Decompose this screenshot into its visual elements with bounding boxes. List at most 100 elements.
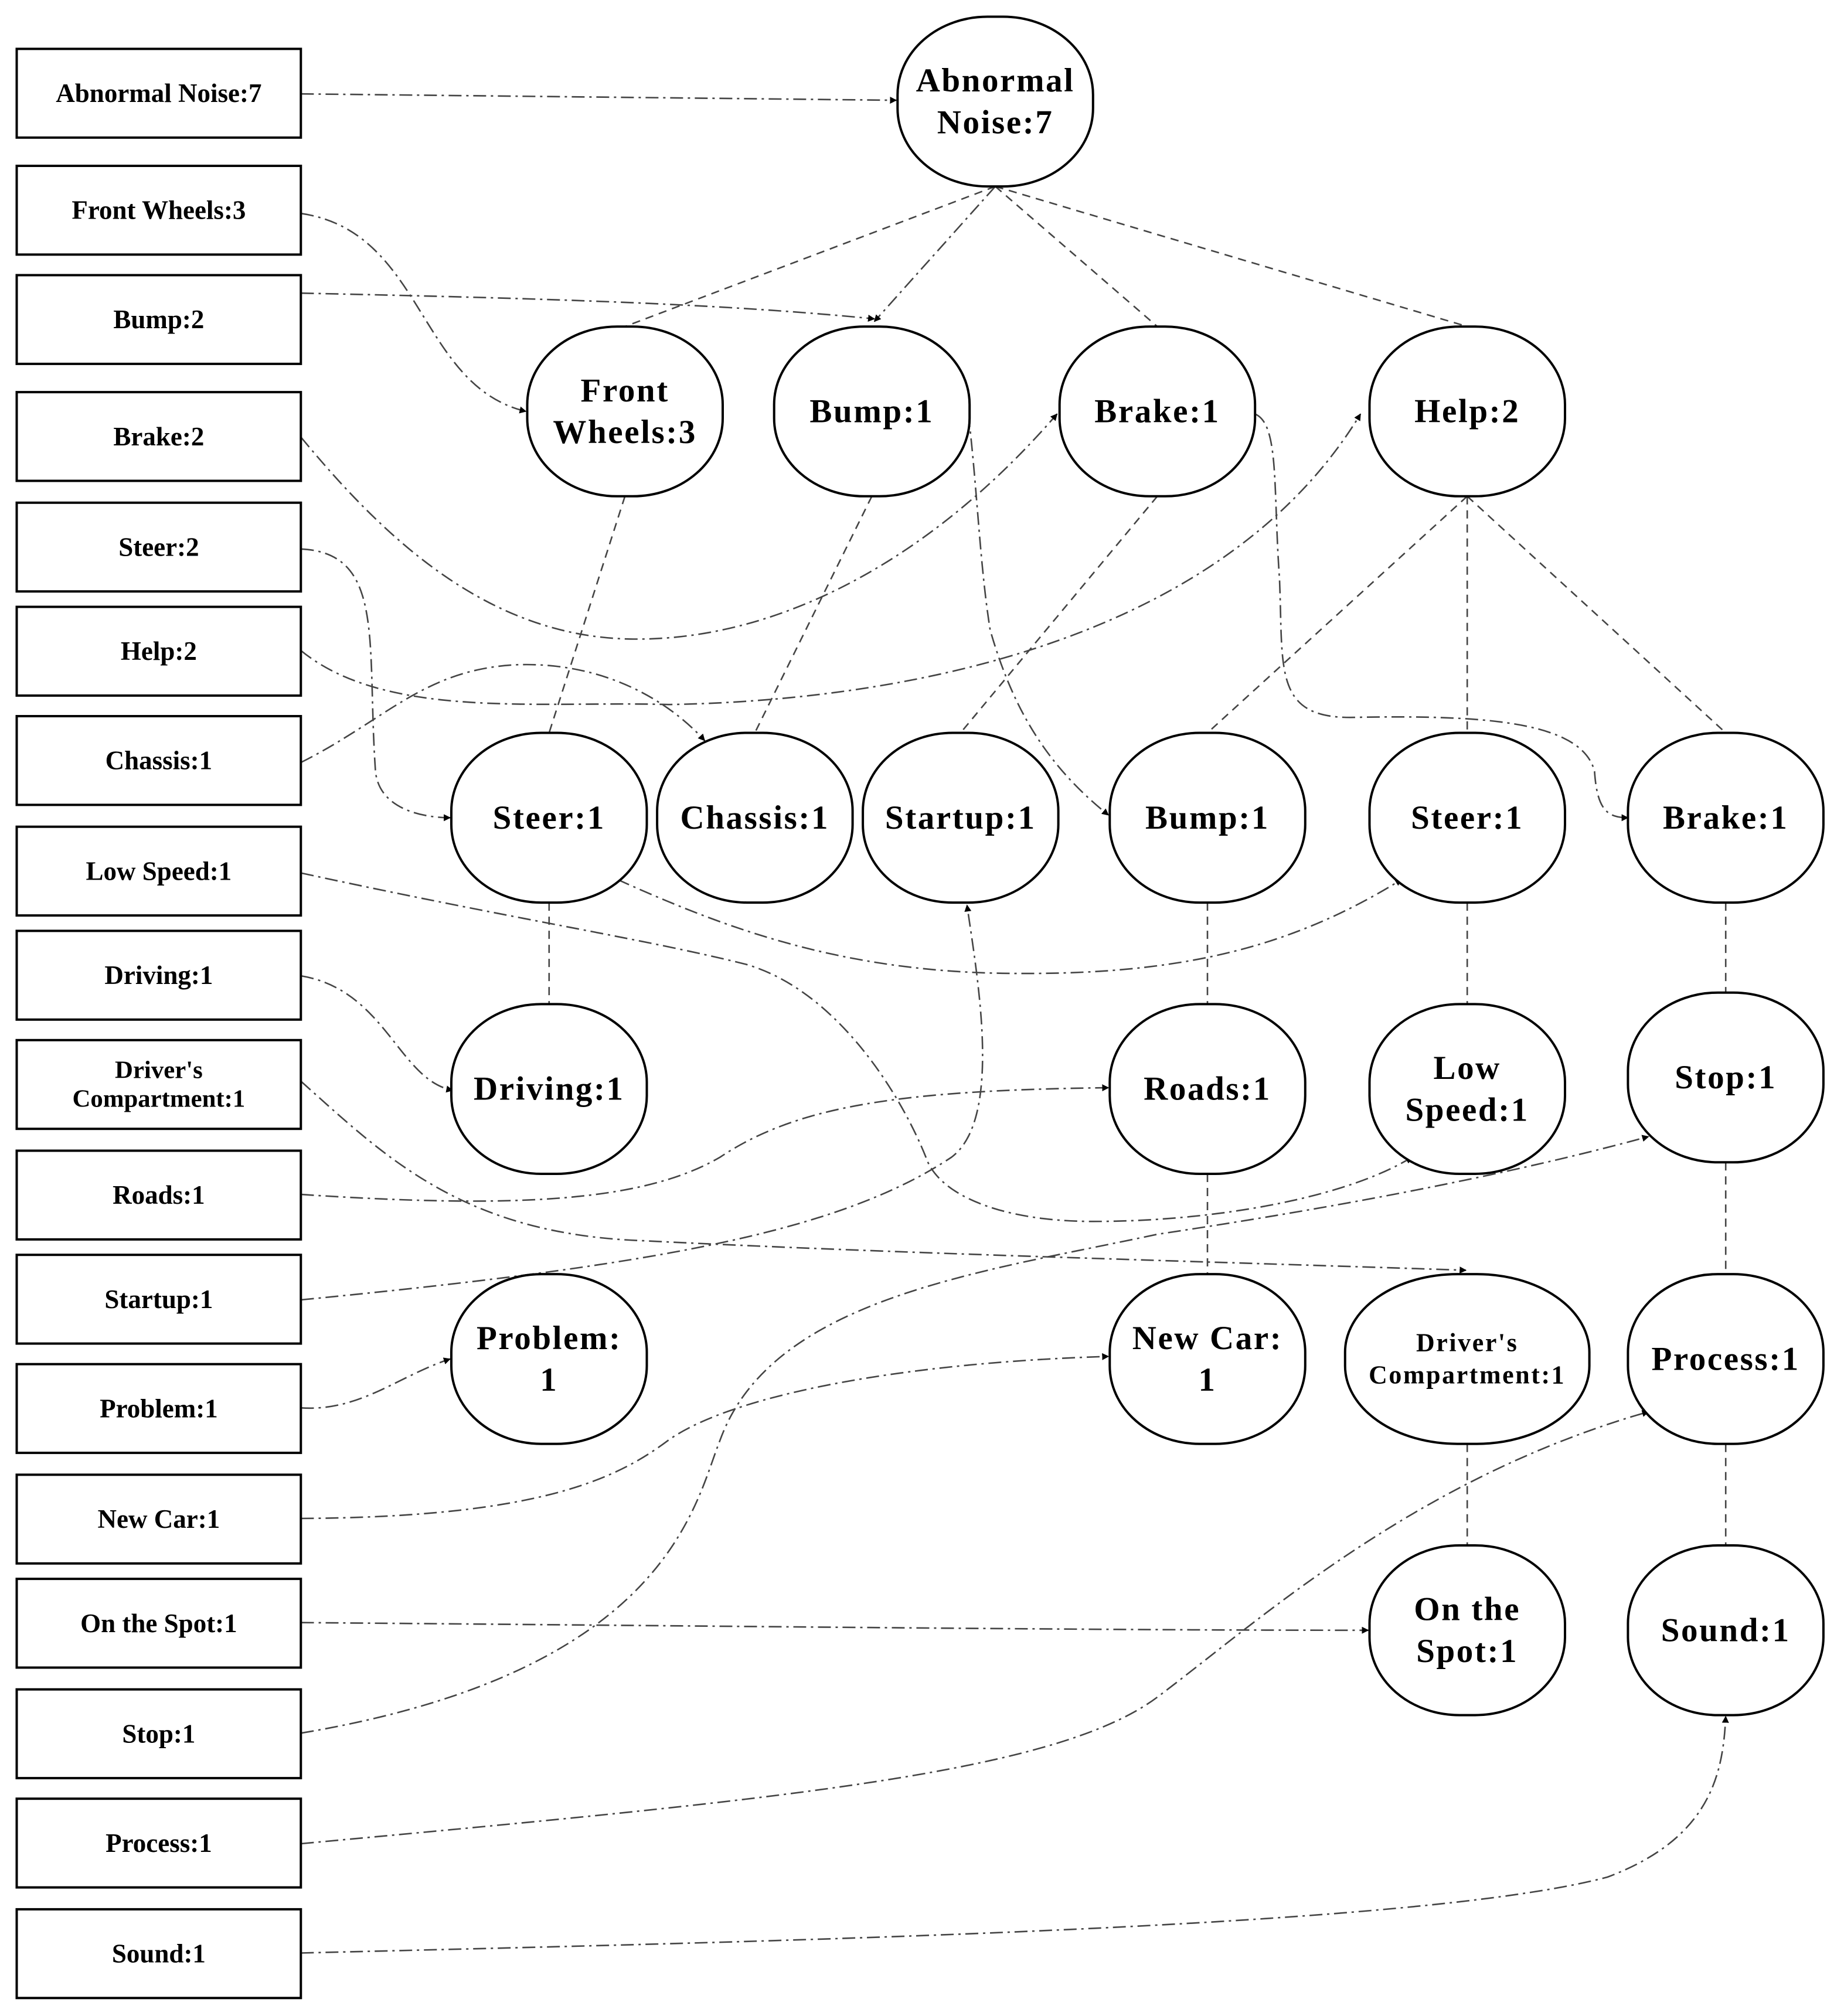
keyword-box-frame: [15, 47, 302, 139]
keyword-box-low-speed: Low Speed:1: [15, 825, 302, 917]
tree-node-label: Bump:1: [1145, 799, 1270, 836]
keyword-box-brake: Brake:2: [15, 391, 302, 482]
tree-connector: [960, 495, 1158, 734]
keyword-box-label: Startup:1: [104, 1285, 213, 1314]
tree-node-label: Driver's: [1416, 1329, 1518, 1357]
tree-node-shape: [526, 325, 724, 498]
keyword-box-label: Process:1: [106, 1828, 212, 1858]
keyword-box-frame: [15, 165, 302, 256]
keyword-box-frame: [15, 1149, 302, 1241]
keyword-box-frame: [15, 715, 302, 806]
keyword-box-bump: Bump:2: [15, 274, 302, 365]
tree-node-roads: Roads:1: [1108, 1003, 1307, 1176]
keyword-box-label: Sound:1: [112, 1939, 206, 1969]
keyword-box-label: Chassis:1: [106, 746, 213, 775]
tree-node-label: Steer:1: [1411, 799, 1523, 836]
keyword-link-arrow: [301, 1715, 1729, 1954]
keyword-box-label: New Car:1: [98, 1504, 220, 1534]
tree-node-label: Process:1: [1651, 1340, 1799, 1377]
keyword-link-arrow: [301, 292, 875, 322]
keyword-box-chassis: Chassis:1: [15, 715, 302, 806]
keyword-box-frame: [15, 1578, 302, 1669]
keyword-link-arrow: [301, 1084, 1110, 1202]
tree-node-shape: [1368, 731, 1566, 904]
tree-node-label: Steer:1: [493, 799, 605, 836]
tree-node-label: Low: [1433, 1050, 1501, 1087]
tree-node-stop: Stop:1: [1627, 991, 1825, 1164]
tree-connector: [754, 496, 873, 734]
keyword-link-arrow: [301, 1135, 1649, 1734]
tree-connector: [995, 186, 1158, 328]
tree-node-label: 1: [540, 1361, 558, 1398]
keyword-box-startup: Startup:1: [15, 1254, 302, 1345]
keyword-link-arrow: [300, 663, 706, 764]
keyword-box-abnormal-noise: Abnormal Noise:7: [15, 47, 302, 139]
tree-node-label: Help:2: [1414, 393, 1520, 430]
tree-node-label: Brake:1: [1663, 799, 1789, 836]
tree-node-label: Wheels:3: [553, 414, 697, 451]
keyword-box-label: Compartment:1: [73, 1085, 246, 1113]
keyword-box-label: Driver's: [115, 1057, 203, 1084]
tree-node-new-car: New Car:1: [1108, 1273, 1307, 1445]
tree-node-label: Spot:1: [1416, 1633, 1518, 1670]
tree-node-shape: [1627, 991, 1825, 1164]
keyword-box-problem: Problem:1: [15, 1363, 302, 1455]
keyword-box-label: Stop:1: [122, 1719, 195, 1748]
tree-connector: [548, 496, 626, 733]
keyword-box-label: Abnormal Noise:7: [56, 79, 261, 108]
tree-node-label: 1: [1198, 1361, 1216, 1398]
tree-node-label: Chassis:1: [680, 799, 829, 836]
tree-node-shape: [656, 731, 854, 904]
tree-node-driving: Driving:1: [450, 1003, 648, 1176]
tree-node-shape: [450, 731, 648, 904]
tree-node-shape: [1108, 731, 1307, 904]
tree-node-label: On the: [1414, 1591, 1520, 1628]
tree-node-label: Problem:: [477, 1320, 622, 1357]
keyword-link-arrow: [873, 186, 996, 322]
tree-node-label: Startup:1: [885, 799, 1036, 836]
keyword-box-on-the-spot: On the Spot:1: [15, 1578, 302, 1669]
tree-node-shape: [862, 731, 1060, 904]
keyword-link-arrow: [301, 1353, 1110, 1520]
tree-node-bump-mid: Bump:1: [1108, 731, 1307, 904]
tree-node-shape: [1108, 1003, 1307, 1176]
tree-node-problem: Problem: 1: [450, 1273, 648, 1445]
keyword-box-label: On the Spot:1: [80, 1609, 237, 1638]
keyword-box-frame: [15, 501, 302, 593]
tree-node-process: Process:1: [1627, 1273, 1825, 1445]
tree-node-shape: [450, 1003, 648, 1176]
keyword-box-frame: [15, 1688, 302, 1780]
keyword-box-label: Problem:1: [100, 1394, 218, 1423]
keyword-box-frame: [15, 605, 302, 697]
keyword-link-arrow: [967, 414, 1110, 816]
keyword-box-label: Driving:1: [104, 961, 213, 990]
keyword-box-sound: Sound:1: [15, 1908, 302, 2000]
tree-node-label: Bump:1: [809, 393, 934, 430]
tree-node-label: Sound:1: [1661, 1612, 1791, 1649]
tree-node-shape: [1108, 1273, 1307, 1445]
keyword-box-frame: [15, 1473, 302, 1565]
tree-node-label: Stop:1: [1675, 1059, 1777, 1096]
keyword-box-label: Front Wheels:3: [72, 196, 246, 225]
keyword-box-label: Bump:2: [113, 305, 204, 334]
keyword-box-label: Roads:1: [113, 1180, 205, 1210]
tree-node-sound: Sound:1: [1627, 1544, 1825, 1717]
tree-connector: [1207, 495, 1468, 734]
keyword-box-label: Low Speed:1: [86, 856, 232, 886]
keyword-link-arrow: [300, 413, 1362, 706]
tree-node-label: Noise:7: [937, 104, 1054, 141]
keyword-box-roads: Roads:1: [15, 1149, 302, 1241]
keyword-link-arrow: [1254, 413, 1629, 822]
keyword-link-arrow: [301, 1410, 1649, 1845]
keyword-box-frame: [15, 1254, 302, 1345]
keyword-box-front-wheels: Front Wheels:3: [15, 165, 302, 256]
tree-node-shape: [1058, 325, 1257, 498]
tree-node-help: Help:2: [1368, 325, 1566, 498]
keyword-box-frame: [15, 274, 302, 365]
tree-node-label: Roads:1: [1144, 1071, 1271, 1108]
